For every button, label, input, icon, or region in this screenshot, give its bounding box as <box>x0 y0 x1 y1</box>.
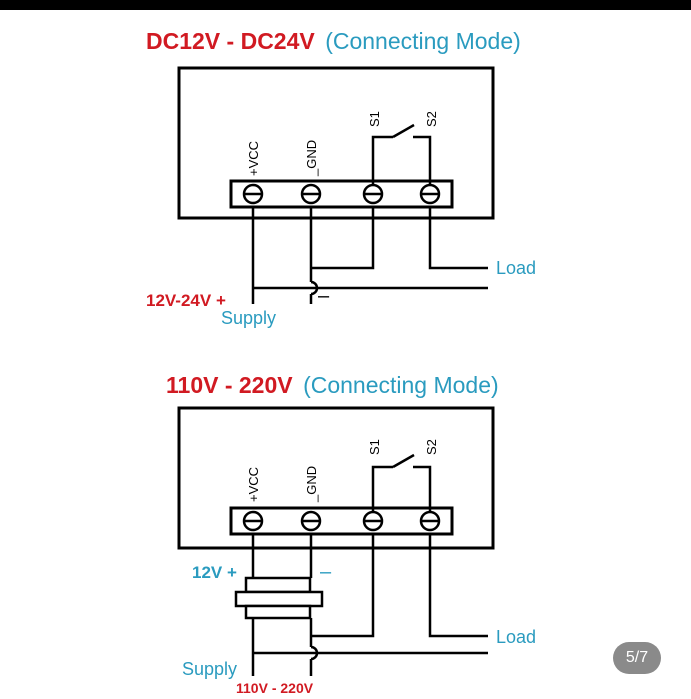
minus-label: – <box>320 561 332 583</box>
device-box <box>177 406 495 550</box>
supply-voltage-label: 110V - 220V <box>236 680 314 696</box>
terminal-label-s1: S1 <box>367 111 382 127</box>
terminal-block <box>229 506 454 536</box>
supply-label: Supply <box>182 659 237 679</box>
terminal-screw <box>300 183 322 205</box>
diagram1-title-mode: (Connecting Mode) <box>325 28 521 54</box>
terminal-label-vcc: +VCC <box>246 141 261 176</box>
diagram2-title-main: 110V - 220V <box>166 372 293 398</box>
relay-switch <box>371 123 432 185</box>
power-adapter <box>234 576 324 620</box>
terminal-label-s2: S2 <box>424 111 439 127</box>
terminal-screw <box>419 510 441 532</box>
plus-label: 12V + <box>192 563 237 582</box>
relay-switch <box>371 453 432 512</box>
diagram-dc: DC12V - DC24V (Connecting Mode) +VCC _GN… <box>146 28 536 328</box>
diagram1-title-main: DC12V - DC24V <box>146 28 315 54</box>
terminal-screw <box>242 183 264 205</box>
diagram-ac: 110V - 220V (Connecting Mode) +VCC _GND … <box>166 372 536 696</box>
terminal-label-s2: S2 <box>424 439 439 455</box>
minus-label: – <box>318 285 330 307</box>
terminal-label-gnd: _GND <box>304 466 319 503</box>
terminal-screw <box>419 183 441 205</box>
wires <box>251 207 488 304</box>
supply-label: Supply <box>221 308 276 328</box>
status-bar <box>0 0 691 10</box>
diagram2-title: 110V - 220V (Connecting Mode) <box>166 372 499 398</box>
load-label: Load <box>496 627 536 647</box>
page-indicator: 5/7 <box>613 642 661 674</box>
terminal-screw <box>362 510 384 532</box>
terminal-label-gnd: _GND <box>304 140 319 177</box>
device-box <box>177 66 495 220</box>
terminal-screw <box>242 510 264 532</box>
terminal-screw <box>300 510 322 532</box>
terminal-label-s1: S1 <box>367 439 382 455</box>
load-label: Load <box>496 258 536 278</box>
terminal-screw <box>362 183 384 205</box>
wires <box>251 534 488 676</box>
diagram1-title: DC12V - DC24V (Connecting Mode) <box>146 28 521 54</box>
terminal-label-vcc: +VCC <box>246 467 261 502</box>
terminal-block <box>229 179 454 209</box>
diagram2-title-mode: (Connecting Mode) <box>303 372 499 398</box>
supply-voltage-label: 12V-24V + <box>146 291 226 310</box>
